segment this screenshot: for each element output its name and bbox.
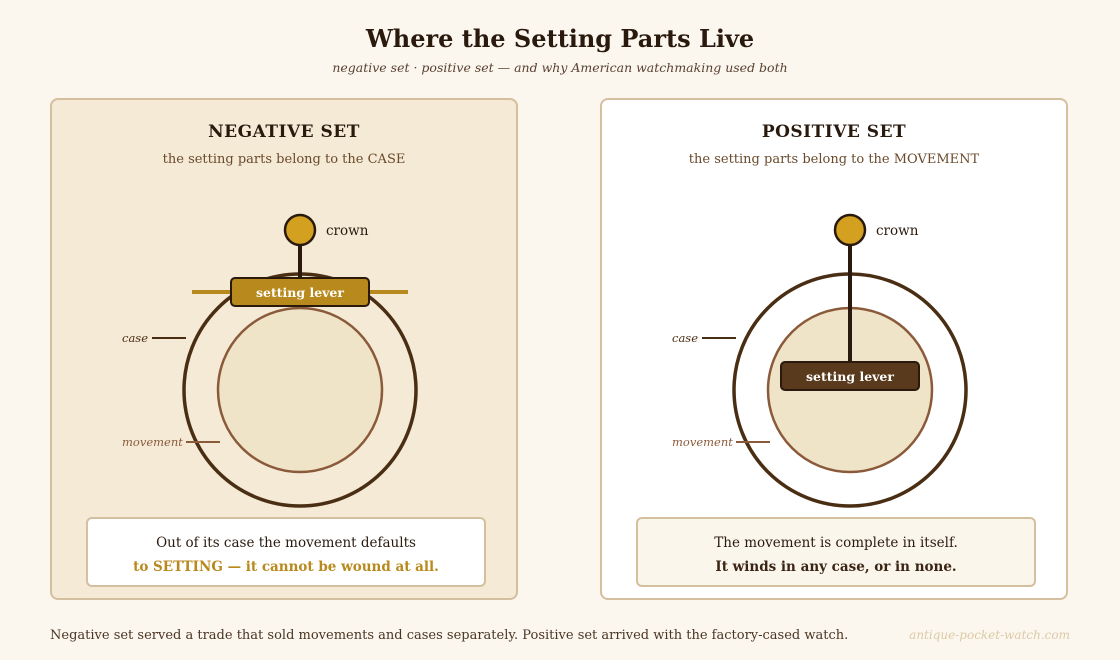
positive-panel-subtitle: the setting parts belong to the MOVEMENT [688,152,980,167]
case-label: case [672,331,698,345]
case-label: case [122,331,148,345]
movement-label: movement [122,435,183,449]
watermark: antique-pocket-watch.com [909,628,1070,642]
setting-lever [780,361,920,391]
crown-label: crown [326,223,369,239]
negative-set-diagram: crown setting lever case movement [122,213,418,508]
crown-knob [833,213,867,247]
setting-lever-label: setting lever [806,369,894,384]
positive-note-line2: It winds in any case, or in none. [715,559,957,575]
positive-panel-title: POSITIVE SET [761,122,907,142]
movement-label: movement [672,435,733,449]
positive-set-diagram: crown setting lever case movement [672,213,968,508]
negative-note-line1: Out of its case the movement defaults [156,535,416,551]
footer-text: Negative set served a trade that sold mo… [50,628,849,643]
page-subtitle: negative set · positive set — and why Am… [332,60,788,75]
negative-panel-title: NEGATIVE SET [208,122,360,142]
positive-note-box: The movement is complete in itself. It w… [636,517,1036,587]
movement-disc [216,306,384,474]
crown-label: crown [876,223,919,239]
positive-note-line1: The movement is complete in itself. [714,535,958,551]
page-title: Where the Setting Parts Live [365,24,755,53]
negative-note-line2: to SETTING — it cannot be wound at all. [133,559,439,575]
crown-knob [283,213,317,247]
negative-note-box: Out of its case the movement defaults to… [86,517,486,587]
negative-panel-subtitle: the setting parts belong to the CASE [162,152,406,167]
setting-lever-label: setting lever [256,285,344,300]
negative-set-panel: NEGATIVE SET the setting parts belong to… [50,98,518,600]
positive-set-panel: POSITIVE SET the setting parts belong to… [600,98,1068,600]
setting-lever [230,277,370,307]
